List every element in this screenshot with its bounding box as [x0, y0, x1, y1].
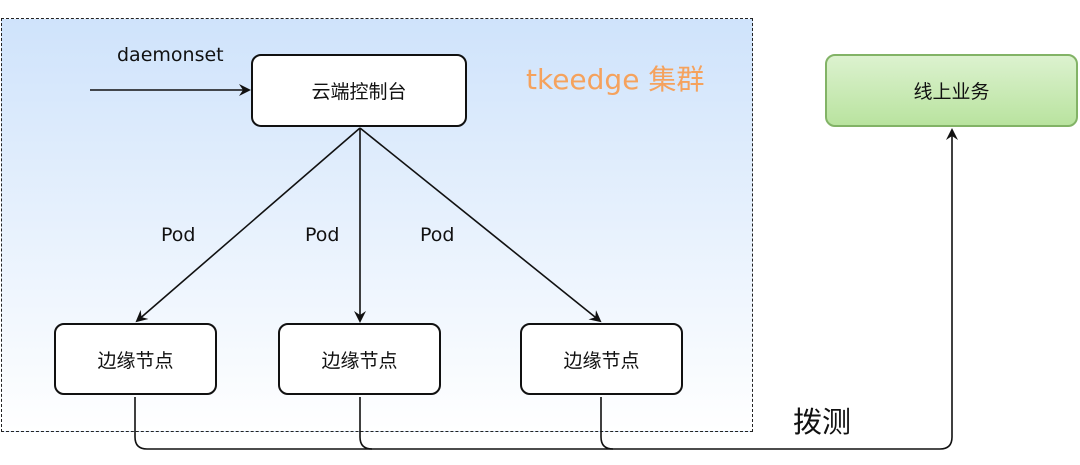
cloud-console-label: 云端控制台	[311, 81, 407, 103]
edge-node-label: 边缘节点	[97, 349, 174, 372]
edge-node-label: 边缘节点	[321, 349, 398, 372]
pod-label-2: Pod	[305, 224, 340, 246]
online-service-label: 线上业务	[913, 81, 990, 103]
edge-node-label: 边缘节点	[563, 349, 640, 372]
online-service-node: 线上业务	[825, 54, 1078, 127]
edge-node-3: 边缘节点	[520, 323, 683, 395]
probe-label: 拨测	[793, 405, 852, 439]
pod-label-3: Pod	[420, 224, 455, 246]
cloud-console-node: 云端控制台	[251, 54, 467, 127]
daemonset-label: daemonset	[117, 44, 224, 66]
cluster-label: tkeedge 集群	[526, 63, 705, 96]
edge-node-1: 边缘节点	[54, 323, 217, 395]
edge-node-2: 边缘节点	[278, 323, 441, 395]
pod-label-1: Pod	[161, 224, 196, 246]
